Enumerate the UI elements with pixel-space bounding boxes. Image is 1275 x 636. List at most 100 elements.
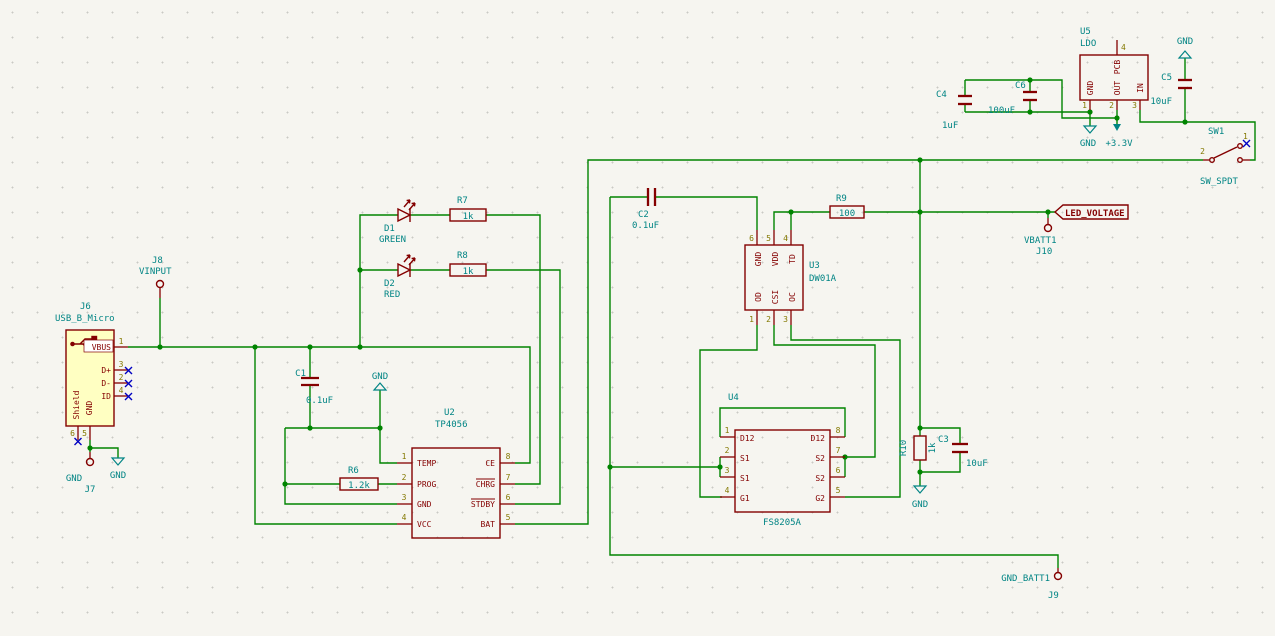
power-gnd-u5[interactable]: GND — [1080, 125, 1098, 149]
r9-value: 100 — [839, 209, 855, 219]
pin-number: 1 — [1243, 132, 1248, 141]
wire[interactable] — [609, 197, 1059, 568]
gnd-label: GND — [1080, 139, 1096, 149]
power-gnd-topright[interactable]: GND — [1177, 37, 1193, 59]
junction-dot — [1027, 109, 1033, 115]
pin-name: OD — [754, 292, 763, 302]
wire[interactable] — [359, 214, 398, 347]
switch-lever[interactable] — [1213, 146, 1238, 159]
resistor-body[interactable] — [829, 205, 865, 219]
component-j6-usb[interactable]: J6 USB_B_Micro 1 3 2 4 VBUS D+ D- ID 6 5 — [55, 302, 133, 446]
pin-number: 4 — [725, 486, 730, 495]
connector-j9[interactable]: GND_BATT1 J9 — [1001, 568, 1063, 601]
component-r10[interactable]: R10 1k — [899, 435, 938, 461]
junction-dot — [1027, 77, 1033, 83]
pin-name: OC — [788, 292, 797, 302]
pin-name: GND — [754, 252, 763, 267]
ic-body[interactable] — [411, 447, 501, 539]
component-c3[interactable]: C3 10uF — [938, 435, 988, 469]
j8-value: VINPUT — [139, 267, 172, 277]
wire[interactable] — [284, 428, 397, 505]
pin-number: 5 — [836, 486, 841, 495]
connector-circle[interactable] — [1053, 571, 1063, 581]
junction-dot — [917, 157, 923, 163]
connector-circle[interactable] — [155, 279, 165, 289]
wire[interactable] — [515, 159, 1203, 525]
wire[interactable] — [128, 346, 531, 464]
wire[interactable] — [773, 211, 830, 230]
u4-value: FS8205A — [763, 518, 802, 528]
pin-number: 1 — [119, 337, 124, 346]
component-c2[interactable]: C2 0.1uF — [632, 188, 659, 231]
component-r6[interactable]: R6 1.2k — [339, 466, 379, 491]
wire[interactable] — [699, 325, 758, 498]
wire[interactable] — [773, 325, 876, 458]
component-c5[interactable]: C5 10uF — [1150, 73, 1192, 107]
resistor-body[interactable] — [339, 477, 379, 491]
connector-j8[interactable]: J8 VINPUT — [139, 256, 172, 298]
component-sw1[interactable]: SW1 SW_SPDT 2 1 — [1200, 127, 1251, 187]
resistor-body[interactable] — [449, 263, 487, 277]
power-3v3[interactable]: +3.3V — [1105, 124, 1133, 149]
connector-circle[interactable] — [1043, 223, 1053, 233]
wire[interactable] — [254, 347, 397, 525]
pin-number: 3 — [783, 315, 788, 324]
gnd-symbol — [912, 485, 928, 494]
v33-symbol — [1113, 124, 1121, 131]
wire[interactable] — [790, 325, 901, 498]
component-u4[interactable]: U4 FS8205A 1 2 3 4 8 7 6 5 D12 S1 S1 G1 … — [720, 393, 845, 528]
wire[interactable] — [655, 196, 758, 230]
component-c1[interactable]: C1 0.1uF — [295, 369, 333, 406]
pin-name: PCB — [1113, 60, 1122, 75]
component-u5[interactable]: U5 LDO 1 2 3 4 GND OUT IN PCB — [1079, 27, 1149, 110]
component-c4[interactable]: C4 1uF — [936, 90, 972, 131]
component-r8[interactable]: R8 1k — [449, 251, 487, 277]
component-r7[interactable]: R7 1k — [449, 196, 487, 222]
ic-body[interactable] — [734, 429, 831, 513]
pin-number: 4 — [402, 513, 407, 522]
wire[interactable] — [486, 269, 561, 505]
resistor-body[interactable] — [913, 435, 927, 461]
wire[interactable] — [1139, 110, 1256, 161]
component-u2[interactable]: U2 TP4056 1 2 3 4 8 7 6 5 TEMP PROG GND … — [397, 408, 515, 539]
power-gnd-left[interactable]: GND — [372, 372, 388, 391]
wire[interactable] — [719, 407, 846, 437]
u3-ref: U3 — [809, 261, 820, 271]
pin-name: G1 — [740, 494, 750, 503]
junction-dot — [788, 209, 794, 215]
switch-throw-b[interactable] — [1236, 156, 1243, 163]
j10-value: VBATT1 — [1024, 236, 1057, 246]
pin-number: 5 — [82, 429, 87, 438]
d2-value: RED — [384, 290, 400, 300]
component-c6[interactable]: C6 100uF — [988, 81, 1037, 116]
switch-throw-a[interactable] — [1236, 142, 1243, 149]
pin-number: 4 — [1121, 43, 1126, 52]
resistor-body[interactable] — [449, 208, 487, 222]
wire[interactable] — [379, 428, 397, 464]
sw1-ref: SW1 — [1208, 127, 1224, 137]
component-d2[interactable]: D2 RED — [384, 254, 416, 300]
global-label-led-voltage[interactable]: LED_VOLTAGE — [1053, 204, 1129, 220]
switch-pole[interactable] — [1208, 156, 1215, 163]
j7-ref: J7 — [85, 485, 96, 495]
wire[interactable] — [920, 427, 961, 444]
wire[interactable] — [486, 214, 541, 485]
wire[interactable] — [90, 447, 119, 458]
v33-label: +3.3V — [1105, 139, 1133, 149]
connector-circle[interactable] — [85, 457, 95, 467]
component-d1[interactable]: D1 GREEN — [379, 199, 416, 245]
connector-j7[interactable]: GND J7 — [66, 452, 96, 495]
wire[interactable] — [920, 452, 961, 473]
pin-name: CHRG — [476, 480, 495, 489]
pin-number: 1 — [1082, 101, 1087, 110]
pin-number: 3 — [119, 360, 124, 369]
power-gnd-mid[interactable]: GND — [912, 485, 928, 510]
ic-body[interactable] — [1079, 54, 1149, 101]
component-r9[interactable]: R9 100 — [829, 194, 865, 219]
power-gnd-usb[interactable]: GND — [110, 457, 126, 481]
component-u3[interactable]: U3 DW01A 6 5 4 1 2 3 GND VDD TD OD CSI O… — [744, 230, 837, 325]
pin-name: S1 — [740, 474, 750, 483]
connector-j10[interactable]: VBATT1 J10 — [1024, 218, 1057, 257]
